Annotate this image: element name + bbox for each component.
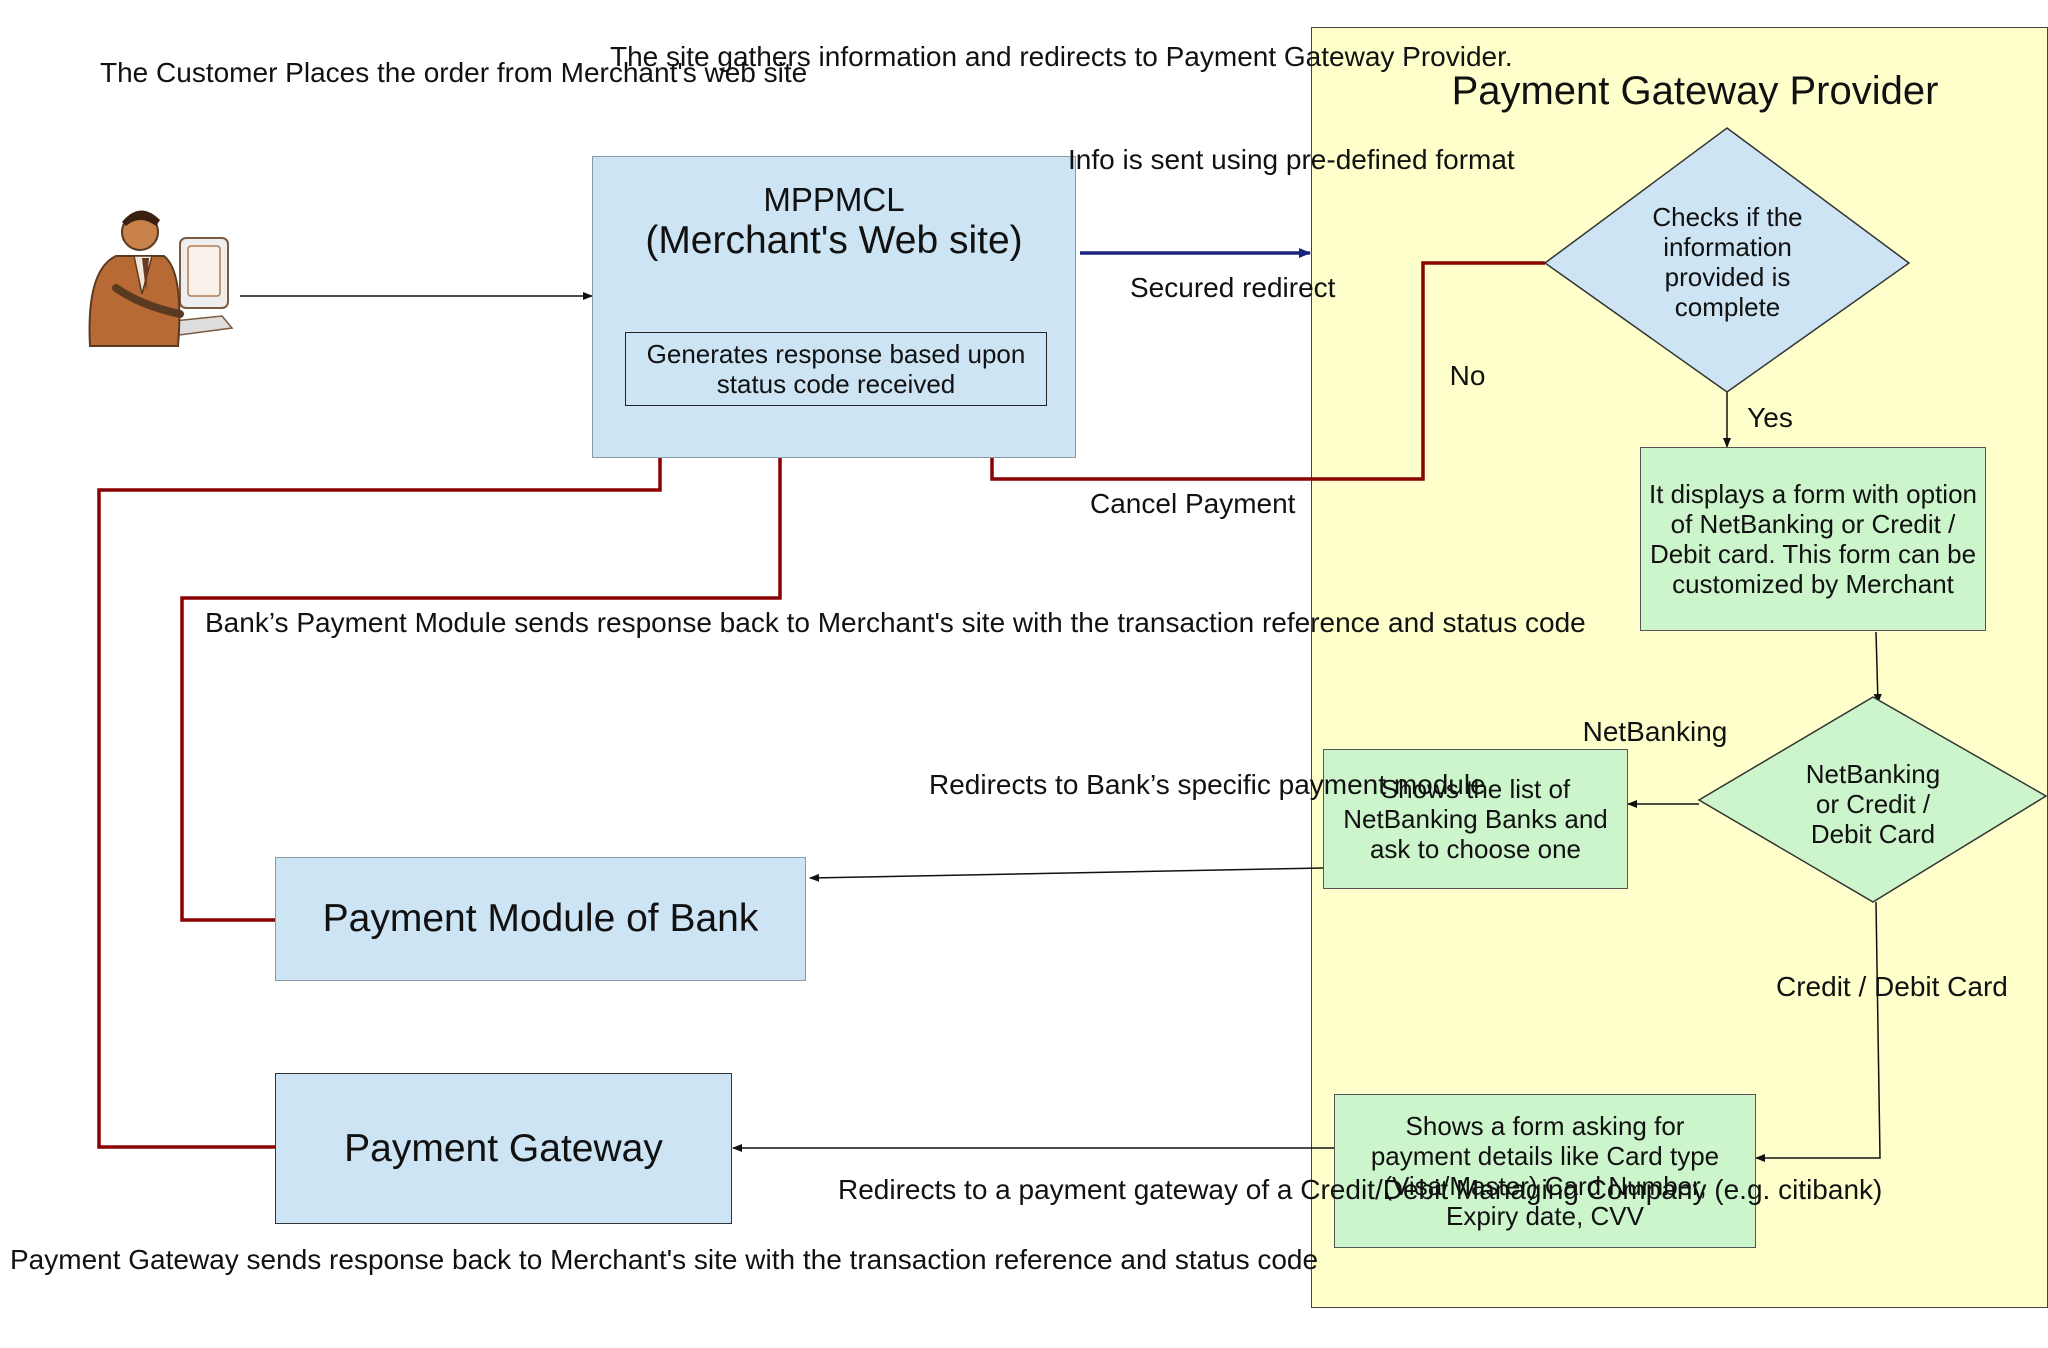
netbanking-label: NetBanking	[1582, 716, 1728, 747]
customer-at-computer-icon	[72, 196, 242, 352]
netbanking-banks-box: Shows the list of NetBanking Banks and a…	[1323, 749, 1628, 889]
provider-panel-title: Payment Gateway Provider	[1451, 69, 1939, 113]
redirect-to-gateway-caption: Redirects to a payment gateway of a Cred…	[838, 1174, 1883, 1205]
arrow-credit-debit	[1755, 901, 1881, 1162]
choice-diamond	[1697, 696, 2048, 903]
payment-gateway-box: Payment Gateway	[275, 1073, 732, 1224]
no-label: No	[1449, 360, 1486, 391]
check-diamond	[1543, 127, 1911, 393]
bank-response-caption: Bank’s Payment Module sends response bac…	[205, 607, 1586, 638]
yes-label: Yes	[1747, 402, 1793, 433]
display-form-box: It displays a form with option of NetBan…	[1640, 447, 1986, 631]
arrow-gateway-response	[97, 405, 665, 1149]
customer-caption: The Customer Places the order from Merch…	[100, 57, 808, 88]
choice-diamond-text: NetBanking or Credit / Debit Card	[1805, 759, 1941, 849]
secured-redirect-caption: Secured redirect	[1130, 272, 1336, 303]
redirect-to-bank-caption: Redirects to Bank’s specific payment mod…	[929, 769, 1486, 800]
arrow-to-bank-module	[809, 867, 1324, 882]
arrow-bank-response	[180, 405, 785, 922]
site-caption: The site gathers information and redirec…	[610, 41, 1513, 72]
gateway-response-caption: Payment Gateway sends response back to M…	[10, 1244, 1319, 1275]
arrow-form-to-choice	[1873, 631, 1882, 704]
merchant-site-title: (Merchant's Web site)	[645, 219, 1023, 262]
check-diamond-text: Checks if the information provided is co…	[1652, 202, 1803, 322]
card-details-form-box: Shows a form asking for payment details …	[1334, 1094, 1756, 1248]
merchant-name: MPPMCL	[763, 181, 905, 218]
generates-response-box: Generates response based upon status cod…	[625, 332, 1047, 406]
payment-module-of-bank-box: Payment Module of Bank	[275, 857, 806, 981]
info-sent-caption: Info is sent using pre-defined format	[1068, 144, 1515, 175]
credit-debit-label: Credit / Debit Card	[1776, 971, 2008, 1002]
cancel-payment-caption: Cancel Payment	[1090, 488, 1296, 519]
merchant-web-site-box: MPPMCL (Merchant's Web site)	[592, 156, 1076, 458]
